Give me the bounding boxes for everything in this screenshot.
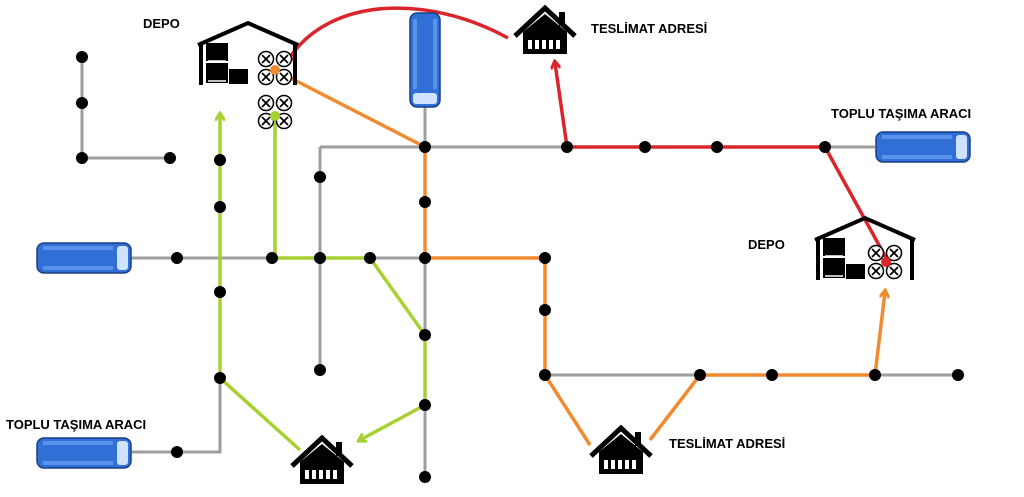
transit-vehicle-1-label: TOPLU TAŞIMA ARACI — [831, 106, 972, 121]
house-icon — [591, 428, 651, 474]
delivery-address-1-label: TESLİMAT ADRESİ — [591, 21, 708, 36]
route-green — [220, 115, 427, 452]
bus-icon — [409, 12, 441, 108]
network-nodes — [76, 51, 964, 483]
house-icon — [292, 438, 352, 484]
depot-1-building — [196, 21, 300, 129]
bus-icon — [875, 131, 971, 163]
route-red — [288, 6, 892, 266]
delivery-address-2-label: TESLİMAT ADRESİ — [669, 436, 786, 451]
transit-vehicle-2-label: TOPLU TAŞIMA ARACI — [6, 417, 147, 432]
house-icon — [515, 8, 575, 54]
depot-2-building — [813, 216, 917, 282]
route-orange — [274, 68, 885, 446]
bus-icon — [36, 242, 132, 274]
depot-1-label: DEPO — [143, 16, 180, 31]
bus-icon — [36, 437, 132, 469]
depot-2-label: DEPO — [748, 237, 785, 252]
